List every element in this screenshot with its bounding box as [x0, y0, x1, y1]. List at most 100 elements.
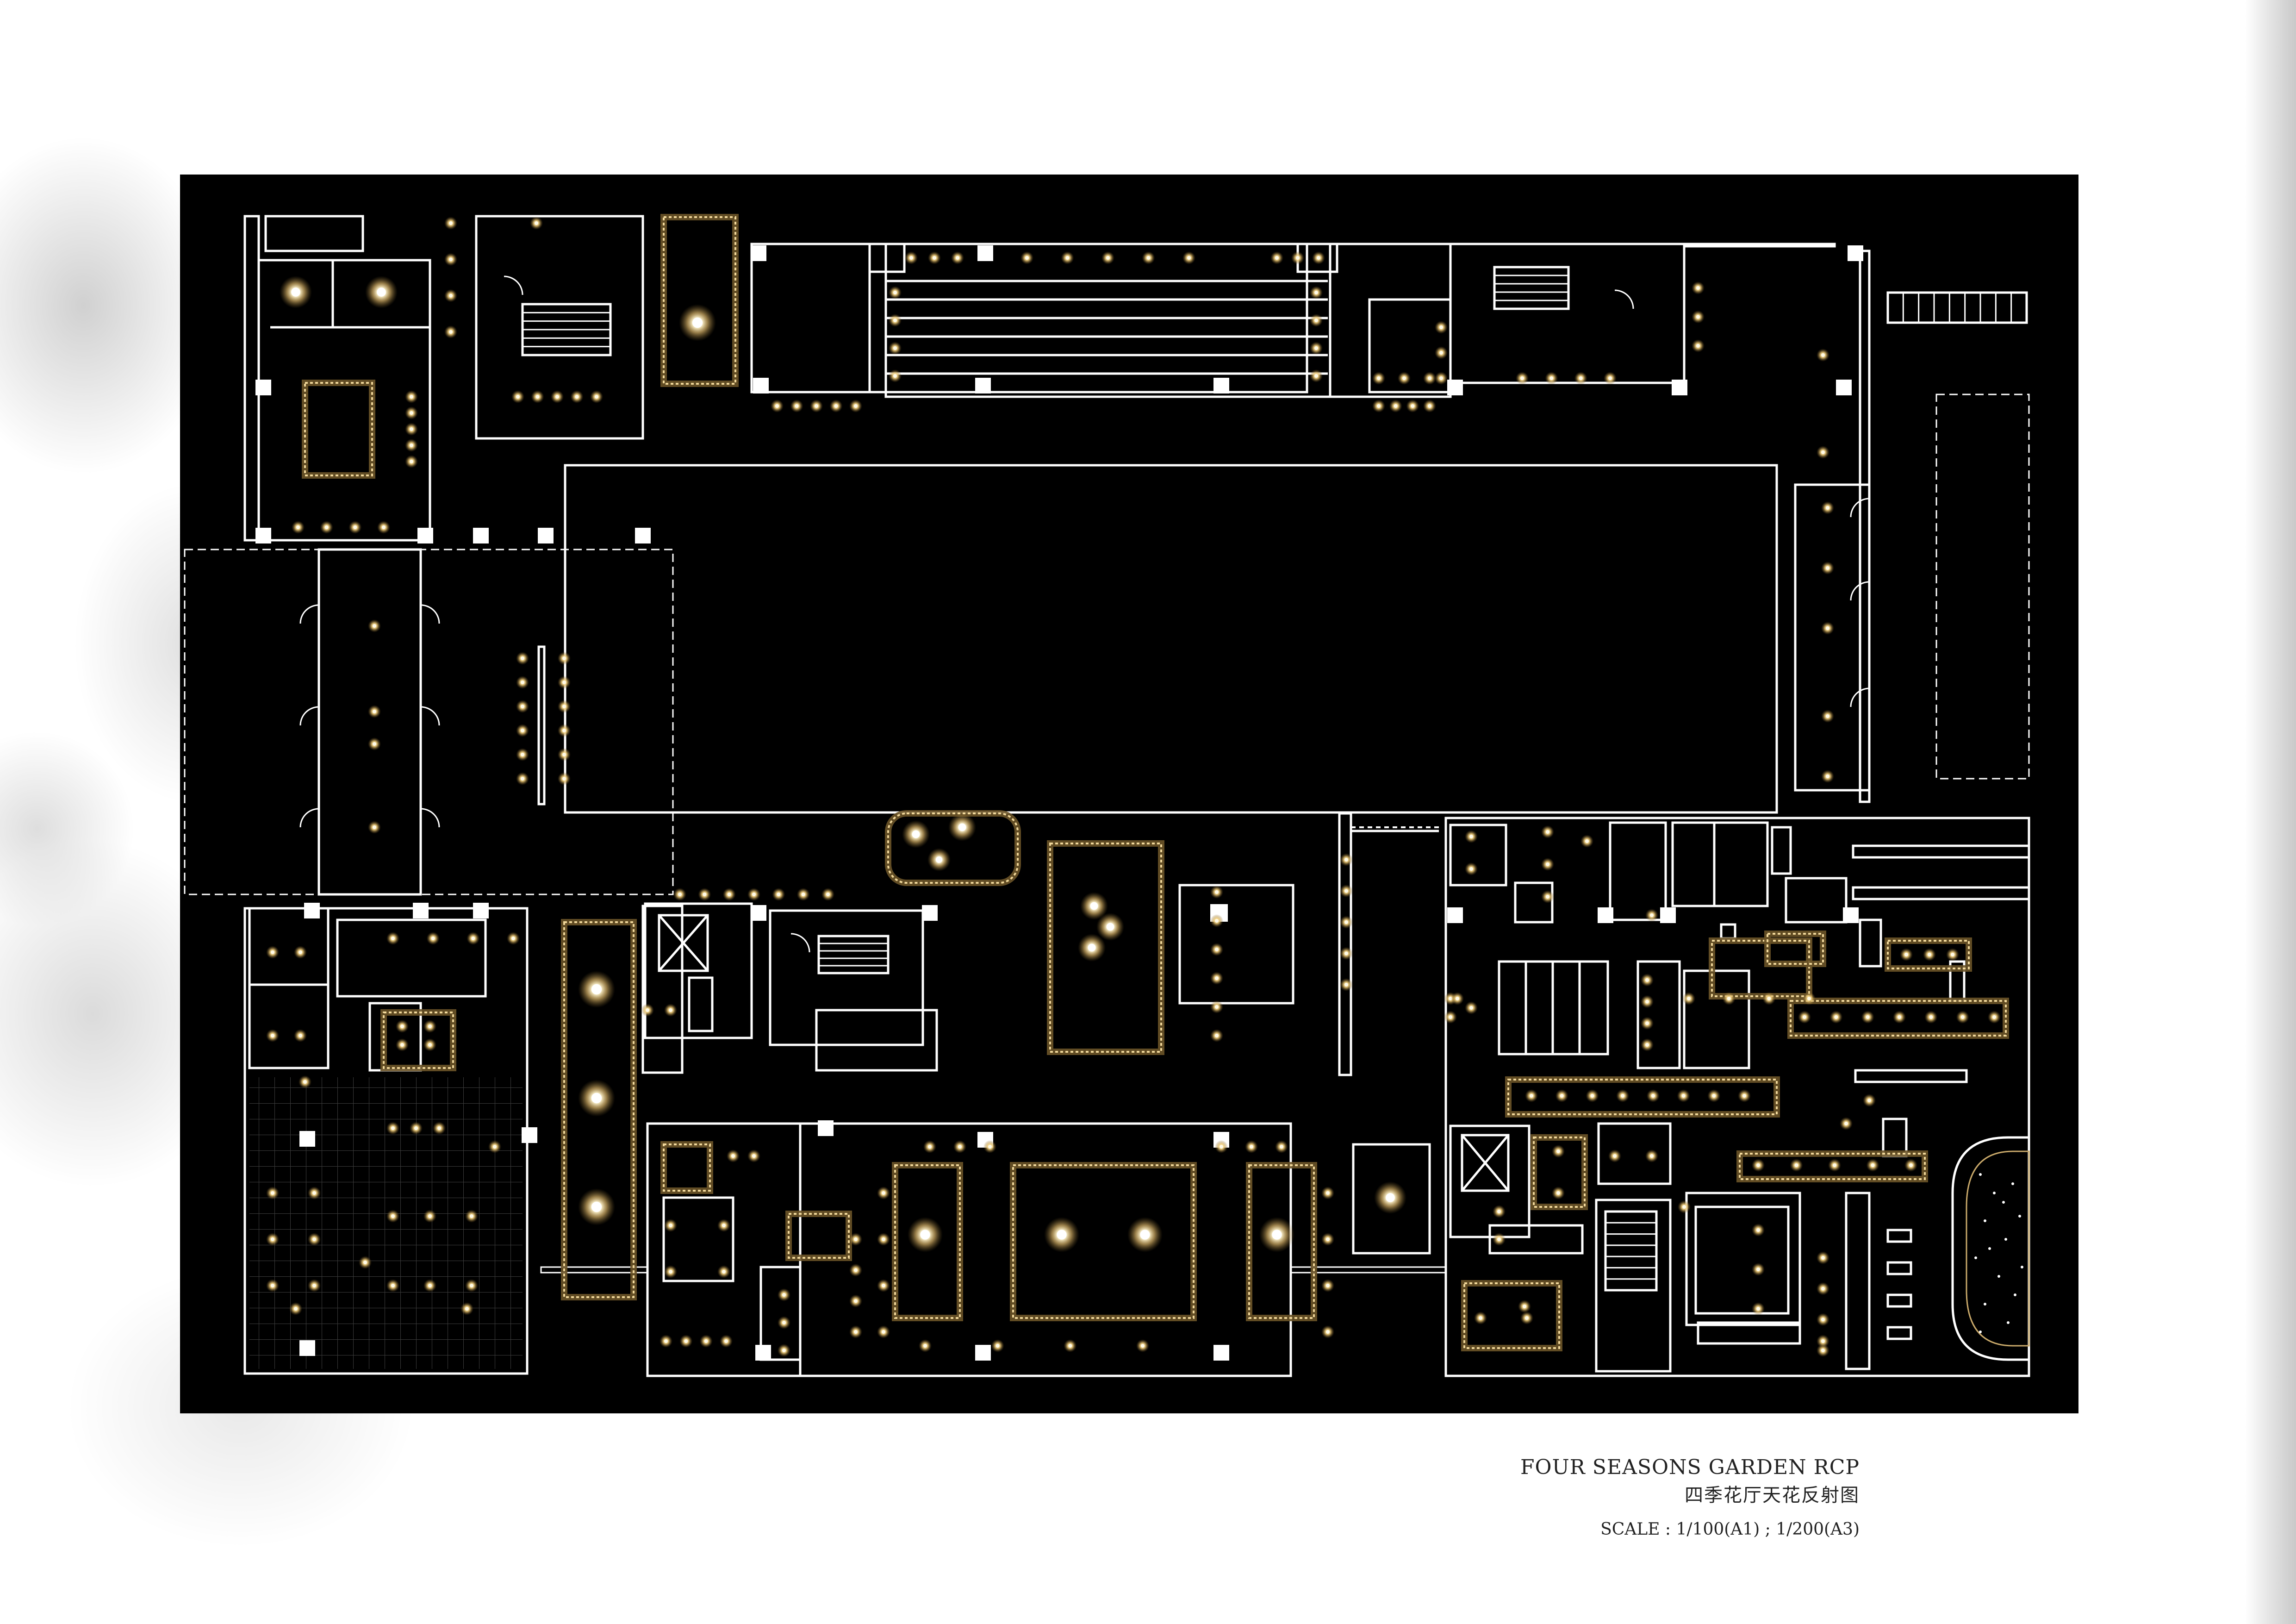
- downlight-core: [1898, 1015, 1901, 1019]
- downlight-core: [1756, 1163, 1760, 1167]
- downlight-core: [1794, 1163, 1798, 1167]
- downlight-core: [1821, 1349, 1825, 1352]
- downlight-core: [410, 460, 413, 463]
- door-swing-icon: [790, 933, 810, 953]
- room-outline: [1683, 969, 1750, 1069]
- room-outline: [336, 918, 487, 998]
- downlight-core: [1449, 1015, 1452, 1019]
- cove-light-frame: [304, 382, 373, 476]
- downlight-core: [1645, 978, 1649, 982]
- downlight-core: [1826, 506, 1829, 510]
- downlight-core: [1411, 404, 1415, 408]
- star-point: [2021, 1266, 2023, 1268]
- column: [473, 903, 489, 918]
- room-outline: [644, 902, 753, 1039]
- chandelier-core: [1090, 902, 1098, 910]
- downlight-core: [1523, 1305, 1526, 1308]
- downlight-core: [956, 256, 959, 260]
- downlight-core: [752, 893, 756, 896]
- downlight-core: [1377, 404, 1381, 408]
- downlight-core: [391, 1214, 395, 1218]
- downlight-core: [1960, 1015, 1965, 1019]
- column: [473, 528, 489, 543]
- downlight-core: [752, 1154, 756, 1158]
- wall-outline: [1697, 1321, 1801, 1345]
- downlight-core: [562, 681, 566, 684]
- downlight-core: [1314, 319, 1318, 322]
- chandelier-core: [291, 287, 300, 297]
- downlight-core: [1314, 374, 1318, 378]
- stair-core-outline: [1449, 243, 1686, 384]
- cove-light-frame: [1767, 933, 1824, 965]
- downlight-core: [1650, 913, 1654, 917]
- room-outline: [1694, 1206, 1790, 1315]
- downlight-core: [1326, 1284, 1330, 1287]
- structural-columns: [255, 245, 1863, 1361]
- star-point: [1997, 1275, 2000, 1278]
- downlight-core: [1645, 999, 1649, 1004]
- wall-outline: [264, 215, 364, 252]
- stair-icon: [817, 935, 890, 974]
- downlight-core: [1696, 286, 1700, 290]
- downlight-core: [893, 374, 897, 378]
- downlight-core: [410, 443, 413, 447]
- star-point: [1979, 1173, 1982, 1176]
- downlight-core: [1530, 1094, 1533, 1098]
- column: [1843, 907, 1859, 923]
- star-point: [1984, 1219, 1986, 1222]
- downlight-core: [1479, 1316, 1482, 1320]
- downlight-core: [493, 1145, 497, 1149]
- door-swing-icon: [504, 275, 523, 295]
- downlight-core: [1106, 256, 1110, 260]
- column: [1213, 1345, 1229, 1361]
- wall-outline: [1852, 844, 2030, 859]
- downlight-core: [428, 1043, 432, 1047]
- downlight-core: [373, 710, 376, 713]
- stair-icon: [1886, 291, 2028, 324]
- door-swing-icon: [420, 706, 440, 726]
- downlight-core: [678, 893, 682, 896]
- downlight-core: [521, 753, 524, 756]
- cove-light-frame: [1248, 1164, 1315, 1319]
- downlight-core: [562, 777, 566, 781]
- chandelier-core: [1272, 1230, 1282, 1240]
- downlight-core: [909, 256, 913, 260]
- cove-light-frame: [563, 921, 635, 1298]
- cove-light-frame: [663, 216, 736, 385]
- downlight-core: [562, 753, 566, 756]
- downlight-core: [1215, 1034, 1219, 1037]
- chandelier-core: [377, 287, 386, 297]
- downlight-core: [1866, 1015, 1870, 1019]
- downlight-core: [1428, 376, 1431, 380]
- room-outline: [1352, 1143, 1431, 1255]
- downlight-core: [1215, 976, 1219, 980]
- stair-icon: [1604, 1210, 1658, 1292]
- column: [1213, 378, 1229, 394]
- downlight-core: [775, 404, 779, 408]
- column: [1447, 907, 1463, 923]
- downlight-core: [312, 1237, 316, 1241]
- downlight-core: [1549, 376, 1554, 380]
- column: [1598, 907, 1613, 923]
- downlight-core: [1546, 895, 1549, 899]
- downlight-core: [1821, 450, 1825, 454]
- downlight-core: [854, 1330, 858, 1334]
- downlight-core: [1909, 1163, 1913, 1167]
- downlight-core: [1025, 256, 1029, 260]
- door-swing-icon: [299, 808, 319, 828]
- elevator-icon: [658, 914, 709, 972]
- downlight-core: [1469, 1006, 1473, 1010]
- downlight-core: [996, 1344, 1000, 1348]
- downlight-core: [521, 777, 524, 781]
- downlight-core: [1585, 839, 1589, 843]
- downlight-core: [669, 1008, 672, 1012]
- courtyard-void-outline: [564, 464, 1778, 814]
- column: [922, 905, 938, 921]
- downlight-core: [428, 1284, 432, 1287]
- room-outline: [1859, 918, 1882, 968]
- column: [299, 1340, 315, 1356]
- downlight-core: [294, 1307, 298, 1311]
- wall-outline: [1886, 1326, 1912, 1340]
- wall-outline: [1852, 886, 2030, 900]
- downlight-core: [1326, 1237, 1330, 1241]
